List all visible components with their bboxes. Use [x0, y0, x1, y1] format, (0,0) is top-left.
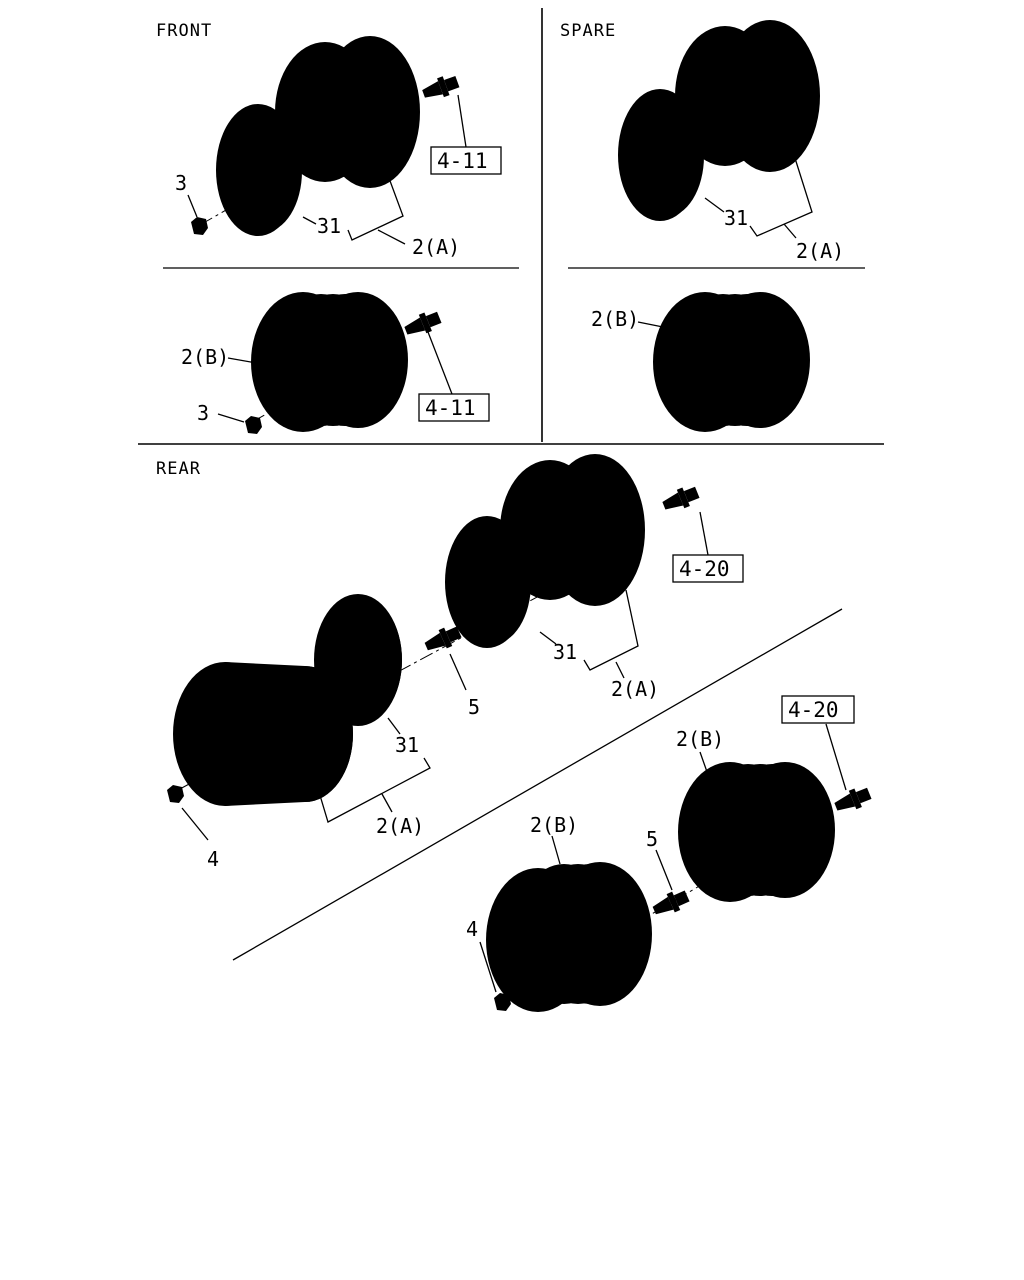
rear-a-nut — [167, 785, 184, 803]
rear-b-outer-rim-label: 2(B) — [530, 813, 578, 837]
spare-b-wheel — [653, 292, 810, 432]
rear-a-inner-ring-label: 31 — [553, 640, 577, 664]
front-b-stud — [402, 307, 444, 341]
rear-a-ref-box[interactable] — [672, 554, 744, 583]
rear-a-ref-label[interactable]: 4-20 — [679, 557, 730, 581]
front-a-ref-box[interactable] — [430, 146, 502, 175]
spare-a-wheel — [675, 20, 820, 172]
spare-a-group: 31 2(A) — [618, 20, 844, 263]
front-b-group: 4-11 2(B) 3 — [181, 292, 490, 434]
spare-b-group: 2(B) — [591, 292, 810, 432]
rear-a-inner-wheel — [500, 454, 645, 606]
rear-b-nut — [494, 993, 511, 1011]
rear-a-outer-wheel-label: 2(A) — [376, 814, 424, 838]
front-a-ring-label: 31 — [317, 214, 341, 238]
front-b-ref-label[interactable]: 4-11 — [425, 396, 476, 420]
rear-b-stud-outer — [832, 783, 874, 817]
front-a-ref-label[interactable]: 4-11 — [437, 149, 488, 173]
rear-b-stud — [650, 886, 692, 920]
front-b-wheel-label: 2(B) — [181, 345, 229, 369]
rear-b-group: 4-20 2(B) 2(B) 5 4 — [466, 695, 874, 1012]
rear-b-nut-label: 4 — [466, 917, 478, 941]
rear-a-stud-label: 5 — [468, 695, 480, 719]
spare-a-wheel-label: 2(A) — [796, 239, 844, 263]
rear-a-stud-outer — [660, 482, 702, 516]
rear-a-outer-ring-label: 31 — [395, 733, 419, 757]
section-title-rear: REAR — [156, 459, 201, 479]
spare-b-wheel-label: 2(B) — [591, 307, 639, 331]
section-title-front: FRONT — [156, 21, 212, 41]
front-a-nut — [191, 217, 208, 235]
front-b-nut-label: 3 — [197, 401, 209, 425]
rear-a-group: 4-20 31 2(A) 5 31 2(A) 4 — [167, 454, 744, 871]
rear-a-inner-wheel-label: 2(A) — [611, 677, 659, 701]
section-title-spare: SPARE — [560, 21, 616, 41]
front-b-wheel — [251, 292, 408, 432]
rear-b-outer-rim — [486, 862, 652, 1012]
front-a-stud — [420, 72, 461, 104]
rear-b-inner-wheel-label: 2(B) — [676, 727, 724, 751]
spare-a-ring-label: 31 — [724, 206, 748, 230]
rear-b-ref-label[interactable]: 4-20 — [788, 698, 839, 722]
rear-b-stud-label: 5 — [646, 827, 658, 851]
divider-rear-diagonal — [232, 608, 843, 961]
front-a-wheel-label: 2(A) — [412, 235, 460, 259]
front-a-nut-label: 3 — [175, 171, 187, 195]
front-a-wheel — [275, 36, 420, 188]
front-b-nut — [245, 416, 262, 434]
rear-a-nut-label: 4 — [207, 847, 219, 871]
front-a-group: 4-11 3 31 2(A) — [175, 36, 502, 259]
rear-a-outer-ring — [314, 594, 402, 726]
front-b-ref-box[interactable] — [418, 393, 490, 422]
rear-b-ref-box[interactable] — [781, 695, 855, 724]
rear-b-inner-wheel — [678, 762, 835, 902]
